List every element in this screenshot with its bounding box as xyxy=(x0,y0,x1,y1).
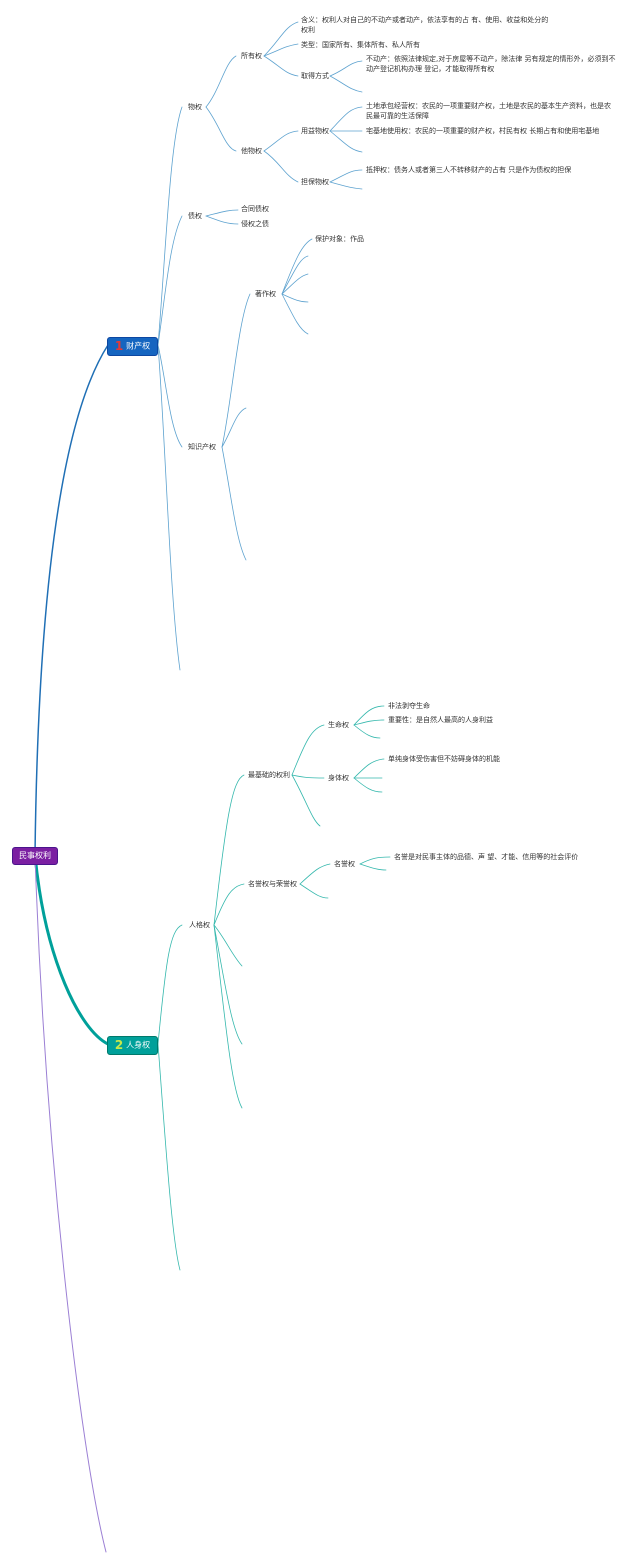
node-zhuzuo[interactable]: 著作权 xyxy=(255,290,276,298)
root-node[interactable]: 民事权利 xyxy=(12,847,58,865)
node-shengming[interactable]: 生命权 xyxy=(328,721,349,729)
node-mingyu[interactable]: 名誉权 xyxy=(334,860,355,868)
node-zhishi[interactable]: 知识产权 xyxy=(188,443,216,451)
node-tawuquan[interactable]: 他物权 xyxy=(241,147,262,155)
node-leixing[interactable]: 类型：国家所有、集体所有、私人所有 xyxy=(301,41,420,49)
node-qude[interactable]: 取得方式 xyxy=(301,72,329,80)
node-baohu[interactable]: 保护对象：作品 xyxy=(315,235,364,243)
node-zhongyao[interactable]: 重要性：是自然人最高的人身利益 xyxy=(388,716,493,724)
node-zuijichu[interactable]: 最基础的权利 xyxy=(248,771,290,779)
branch-number-2: 2 xyxy=(114,1038,124,1052)
node-budongchan[interactable]: 不动产：依照法律规定,对于房屋等不动产，除法律 另有规定的情形外，必须到不动产登… xyxy=(366,55,616,73)
node-danbao[interactable]: 担保物权 xyxy=(301,178,329,186)
node-yongyi[interactable]: 用益物权 xyxy=(301,127,329,135)
node-wuquan[interactable]: 物权 xyxy=(188,103,202,111)
node-mingyu-desc[interactable]: 名誉是对民事主体的品德、声 望、才能、信用等的社会评价 xyxy=(394,853,579,861)
node-diya[interactable]: 抵押权：债务人或者第三人不转移财产的占有 只是作为债权的担保 xyxy=(366,166,572,174)
node-feifa[interactable]: 非法剥夺生命 xyxy=(388,702,430,710)
branch-number-1: 1 xyxy=(114,339,124,353)
branch-property-label: 财产权 xyxy=(126,341,151,351)
node-renge[interactable]: 人格权 xyxy=(189,921,210,929)
node-tudi[interactable]: 土地承包经营权：农民的一项重要财产权，土地是农民的基本生产资料，也是农民最可靠的… xyxy=(366,102,611,120)
root-to-personal-line xyxy=(33,853,110,1046)
node-shenti[interactable]: 身体权 xyxy=(328,774,349,782)
node-mingyu-rongyu[interactable]: 名誉权与荣誉权 xyxy=(248,880,297,888)
node-danchun[interactable]: 单纯身体受伤害但不妨碍身体的机能 xyxy=(388,755,500,763)
node-hanyi[interactable]: 含义：权利人对自己的不动产或者动产，依法享有的占 有、使用、收益和处分的权利 xyxy=(301,16,549,34)
branch-personal-label: 人身权 xyxy=(126,1040,151,1050)
node-qinquan[interactable]: 侵权之债 xyxy=(241,220,269,228)
node-hetong[interactable]: 合同债权 xyxy=(241,205,269,213)
root-to-property-line xyxy=(34,344,109,856)
node-zhaiquan[interactable]: 债权 xyxy=(188,212,202,220)
node-suoyouquan[interactable]: 所有权 xyxy=(241,52,262,60)
node-zhaijidi[interactable]: 宅基地使用权：农民的一项重要的财产权，村民有权 长期占有和使用宅基地 xyxy=(366,127,600,135)
root-to-extra-line xyxy=(34,854,107,1553)
